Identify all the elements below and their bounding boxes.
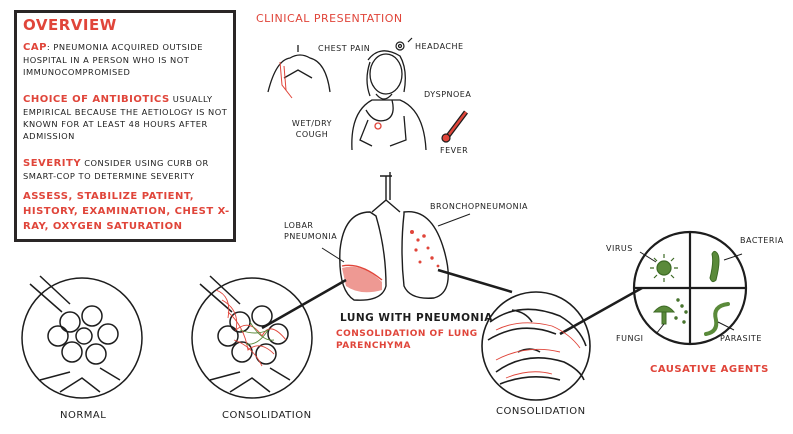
- lungs-icon: [339, 172, 449, 301]
- chest-pain-icon: [267, 45, 331, 99]
- bacteria-pointer: [723, 253, 743, 261]
- clinical-title: CLINICAL PRESENTATION: [256, 12, 403, 25]
- cap-term: CAP: [23, 42, 47, 53]
- bacteria-label: BACTERIA: [740, 236, 784, 245]
- connector-agents: [559, 286, 643, 336]
- consolidation-fill: [215, 289, 287, 367]
- lobar-label: LOBAR PNEUMONIA: [284, 221, 338, 241]
- cough-label: WET/DRY COUGH: [291, 119, 333, 139]
- normal-label: NORMAL: [60, 410, 107, 421]
- consolidated-alveoli-icon: [191, 275, 313, 399]
- fungi-label: FUNGI: [616, 334, 644, 343]
- virus-icon: [650, 254, 678, 282]
- assess-steps: ASSESS, STABILIZE PATIENT, HISTORY, EXAM…: [23, 191, 230, 232]
- consolidation-zoom-icon: [481, 291, 591, 401]
- overview-title: OVERVIEW: [23, 16, 117, 34]
- lung-title: LUNG WITH PNEUMONIA: [340, 312, 493, 324]
- dyspnoea-label: DYSPNOEA: [424, 90, 472, 99]
- severity-text: CONSIDER USING CURB OR SMART-COP TO DETE…: [23, 158, 209, 181]
- thermometer-icon: [441, 110, 468, 143]
- severity-term: SEVERITY: [23, 158, 82, 169]
- antibiotics-term: CHOICE OF ANTIBIOTICS: [23, 94, 170, 105]
- connector-left: [261, 278, 347, 330]
- normal-alveoli-icon: [21, 275, 143, 399]
- severity-note: SEVERITY CONSIDER USING CURB OR SMART-CO…: [23, 157, 233, 182]
- cap-definition: CAP: PNEUMONIA ACQUIRED OUTSIDE HOSPITAL…: [23, 41, 233, 78]
- connector-right: [437, 268, 513, 294]
- chest-pain-label: CHEST PAIN: [318, 44, 371, 53]
- fever-label: FEVER: [440, 146, 469, 155]
- bacteria-icon: [709, 250, 720, 283]
- virus-pointer: [639, 251, 657, 263]
- consolidation-right-label: CONSOLIDATION: [496, 406, 586, 417]
- antibiotics-note: CHOICE OF ANTIBIOTICS USUALLY EMPIRICAL …: [23, 93, 233, 142]
- consolidation-left-label: CONSOLIDATION: [222, 410, 312, 421]
- broncho-spots: [410, 230, 440, 268]
- broncho-pointer: [437, 213, 471, 227]
- parasite-pointer: [717, 321, 735, 331]
- consolidation-green-fill: [239, 321, 275, 345]
- agents-circle: [632, 230, 748, 346]
- fungi-icon: [652, 298, 688, 325]
- overview-box: OVERVIEW CAP: PNEUMONIA ACQUIRED OUTSIDE…: [14, 10, 236, 242]
- antibiotics-text: USUALLY EMPIRICAL BECAUSE THE AETIOLOGY …: [23, 94, 228, 141]
- parasite-icon: [704, 302, 730, 336]
- virus-label: VIRUS: [606, 244, 633, 253]
- headache-label: HEADACHE: [415, 42, 464, 51]
- lobar-consolidation-mark: [342, 266, 382, 293]
- lobar-pointer: [321, 247, 345, 263]
- fungi-pointer: [655, 323, 665, 335]
- patient-figure-icon: [351, 50, 427, 151]
- headache-icon: [395, 37, 413, 51]
- cap-text: : PNEUMONIA ACQUIRED OUTSIDE HOSPITAL IN…: [23, 42, 203, 77]
- broncho-label: BRONCHOPNEUMONIA: [430, 202, 528, 211]
- parasite-label: PARASITE: [720, 334, 762, 343]
- consolidation-zoom-fill: [495, 322, 581, 379]
- agents-title: CAUSATIVE AGENTS: [650, 364, 769, 375]
- lung-subtitle: CONSOLIDATION OF LUNG PARENCHYMA: [336, 329, 478, 351]
